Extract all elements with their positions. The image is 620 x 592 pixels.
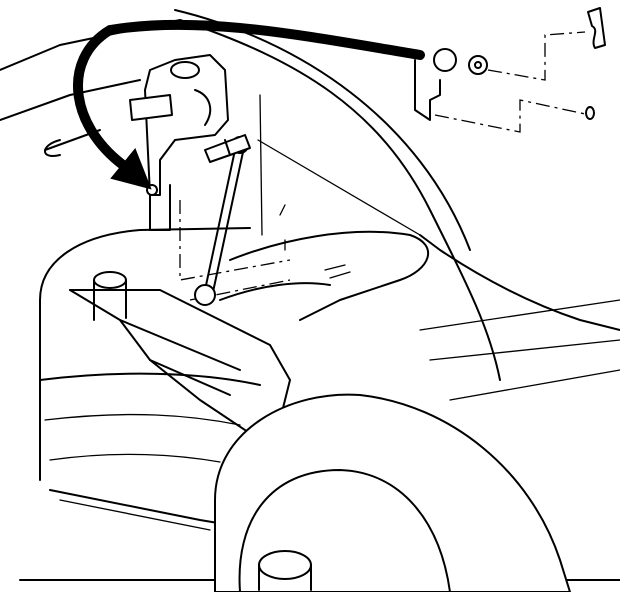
mounting-nut-detail [414,7,606,133]
rear-control-arm [69,271,291,441]
sensor-bracket [149,179,291,301]
curved-arrow-icon [73,19,425,190]
sensor-link-rod [194,136,249,306]
tire [214,393,571,592]
height-sensor [129,54,229,196]
mounting-bolt [204,134,251,163]
floor-pan [219,230,430,321]
